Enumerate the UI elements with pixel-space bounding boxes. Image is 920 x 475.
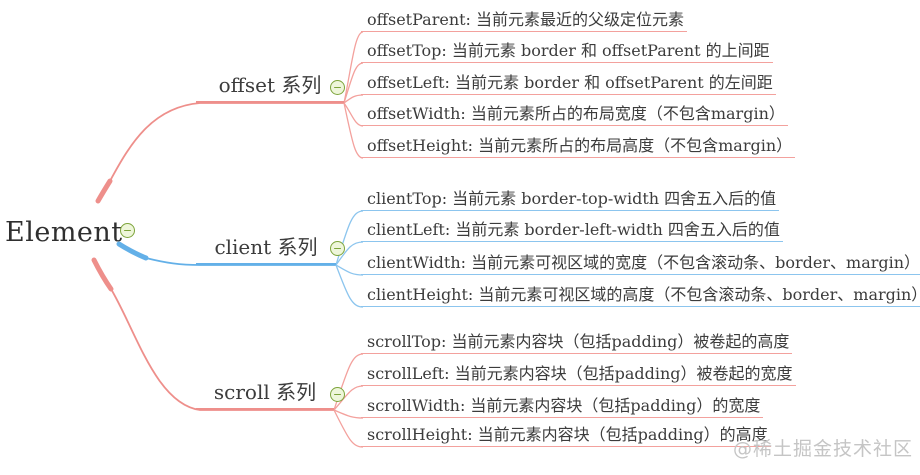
collapse-minus-icon[interactable] [330,241,345,256]
scroll-leaf-link [333,409,364,419]
collapse-minus-icon[interactable] [330,80,345,95]
client-leaf-link [335,264,364,276]
leaf-node-scrollheight[interactable]: scrollHeight: 当前元素内容块（包括padding）的高度 [361,425,771,447]
leaf-node-scrollwidth[interactable]: scrollWidth: 当前元素内容块（包括padding）的宽度 [361,396,764,418]
leaf-node-scrollleft[interactable]: scrollLeft: 当前元素内容块（包括padding）被卷起的宽度 [361,364,796,386]
root-scroll-stub [91,257,114,292]
client-leaf-link [335,210,364,266]
scroll-leaf-link [333,409,364,448]
root-offset-stub [95,178,113,204]
branch-node-client[interactable]: client 系列 [196,235,336,265]
offset-leaf-link [343,94,364,104]
branch-node-offset[interactable]: offset 系列 [196,73,344,103]
leaf-node-offsetwidth[interactable]: offsetWidth: 当前元素所占的布局宽度（不包含margin） [361,104,788,126]
root-node-element[interactable]: Element [5,217,123,248]
leaf-node-scrolltop[interactable]: scrollTop: 当前元素内容块（包括padding）被卷起的高度 [361,332,793,354]
root-offset-curve [109,102,344,182]
client-leaf-link [335,264,364,308]
leaf-node-clientleft[interactable]: clientLeft: 当前元素 border-left-width 四舍五入后… [361,220,783,242]
watermark: @稀土掘金技术社区 [733,438,914,460]
collapse-minus-icon[interactable] [120,223,135,238]
root-client-stub [116,241,149,261]
leaf-node-offsettop[interactable]: offsetTop: 当前元素 border 和 offsetParent 的上… [361,41,773,63]
leaf-node-clientwidth[interactable]: clientWidth: 当前元素可视区域的宽度（不包含滚动条、border、m… [361,253,920,275]
leaf-node-offsetparent[interactable]: offsetParent: 当前元素最近的父级定位元素 [361,10,688,32]
leaf-node-clienttop[interactable]: clientTop: 当前元素 border-top-width 四舍五入后的值 [361,189,780,211]
collapse-minus-icon[interactable] [330,387,345,402]
leaf-node-offsetheight[interactable]: offsetHeight: 当前元素所占的布局高度（不包含margin） [361,136,796,158]
leaf-node-offsetleft[interactable]: offsetLeft: 当前元素 border 和 offsetParent 的… [361,73,776,95]
leaf-node-clientheight[interactable]: clientHeight: 当前元素可视区域的高度（不包含滚动条、border、… [361,285,920,307]
branch-node-scroll[interactable]: scroll 系列 [196,380,334,410]
